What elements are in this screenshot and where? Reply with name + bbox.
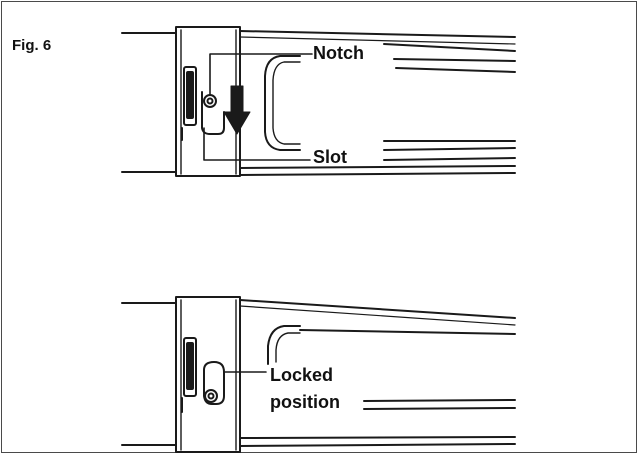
bottom-tube-edge-2	[239, 305, 516, 326]
top-tube-edge-7	[383, 147, 516, 151]
bottom-slot-outline	[203, 361, 225, 405]
top-illustration	[121, 26, 516, 177]
bottom-tube-edge-6	[239, 436, 516, 439]
bottom-illustration	[121, 296, 516, 453]
notch-callout: Notch	[313, 43, 364, 63]
bottom-grip-recess-inner	[275, 332, 301, 363]
top-tube-edge-1	[239, 30, 516, 38]
top-notch-peg-center	[206, 97, 214, 105]
top-notch-peg	[203, 94, 217, 108]
top-tube-edge-8	[383, 157, 516, 161]
top-tube-edge-5	[395, 67, 516, 73]
bottom-tube-edge-5	[363, 407, 516, 410]
top-slot-outline	[201, 91, 225, 135]
figure-label: Fig. 6	[12, 37, 52, 54]
locked-callout-line-2: position	[270, 392, 340, 412]
top-grip-recess-inner	[272, 61, 301, 145]
locked-callout-line-1: Locked	[270, 365, 334, 385]
down-arrow-icon	[223, 85, 251, 135]
top-tube-edge-10	[239, 172, 516, 176]
top-tube-edge-3	[383, 43, 516, 52]
top-latch-button-face	[186, 71, 194, 119]
bottom-locked-peg	[204, 389, 218, 403]
bottom-tube-edge-7	[239, 443, 516, 447]
top-collar	[175, 26, 241, 177]
top-tube-edge-9	[239, 165, 516, 169]
bottom-tube-edge-1	[239, 299, 516, 319]
top-tube-edge-2	[239, 36, 516, 45]
slot-leader-line	[203, 127, 311, 161]
bottom-collar	[175, 296, 241, 453]
bottom-locked-peg-center	[207, 392, 215, 400]
locked-position-callout: Locked position	[270, 362, 340, 416]
slot-callout: Slot	[313, 147, 347, 167]
bottom-tube-edge-3	[299, 329, 516, 335]
top-grip-recess	[264, 55, 301, 151]
bottom-latch-button-face	[186, 342, 194, 390]
top-tube-edge-4	[393, 58, 516, 62]
notch-leader-line	[209, 53, 313, 96]
bottom-latch-button	[183, 337, 197, 397]
bottom-grip-recess	[267, 325, 301, 365]
top-latch-button	[183, 66, 197, 126]
bottom-tube-edge-4	[363, 399, 516, 402]
